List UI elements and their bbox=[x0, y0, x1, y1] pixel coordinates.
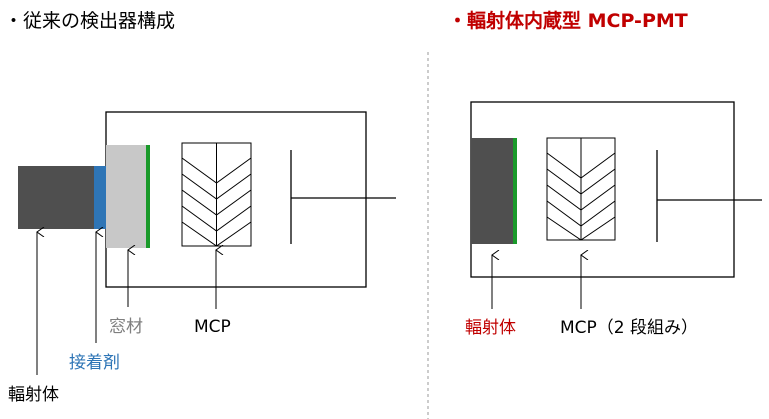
left-window-block bbox=[106, 145, 149, 248]
right-label-mcp: MCP（2 段組み） bbox=[560, 318, 698, 338]
left-anode bbox=[290, 150, 396, 244]
right-label-scintillator: 輻射体 bbox=[465, 318, 516, 338]
left-label-mcp: MCP bbox=[194, 317, 231, 337]
left-title: ・従来の検出器構成 bbox=[4, 10, 175, 32]
right-mcp-stack bbox=[546, 137, 616, 241]
right-scintillator-block bbox=[471, 138, 516, 244]
left-label-window: 窓材 bbox=[109, 317, 143, 337]
left-adhesive-layer bbox=[94, 166, 106, 229]
left-label-adhesive: 接着剤 bbox=[69, 353, 120, 373]
right-title: ・輻射体内蔵型 MCP-PMT bbox=[448, 9, 688, 32]
right-photocathode bbox=[513, 138, 517, 244]
right-anode bbox=[656, 150, 762, 242]
left-photocathode bbox=[146, 145, 150, 248]
left-label-scintillator: 輻射体 bbox=[8, 385, 59, 405]
left-mcp-stack bbox=[181, 142, 252, 247]
left-scintillator-block bbox=[18, 166, 96, 229]
